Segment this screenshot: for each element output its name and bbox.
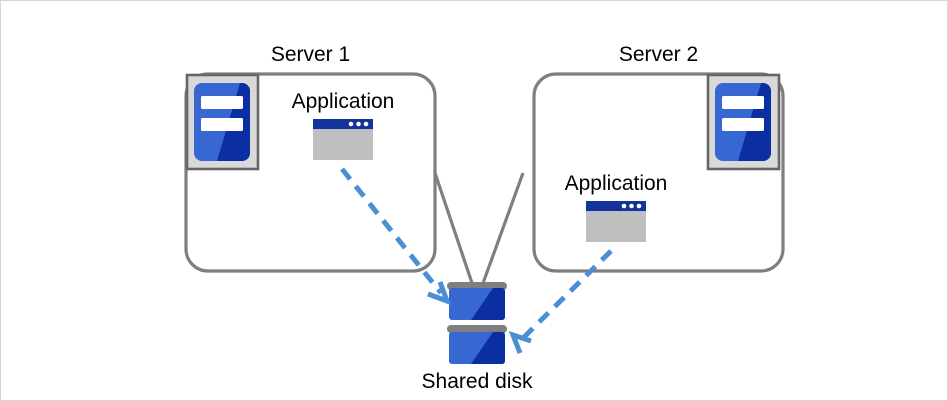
server2-box[interactable] bbox=[532, 72, 785, 273]
shared-disk-label: Shared disk bbox=[421, 370, 533, 393]
dataflow-arrow-server2 bbox=[508, 249, 613, 354]
server1-label: Server 1 bbox=[270, 43, 351, 66]
server2-application-label: Application bbox=[564, 172, 668, 195]
server1-application-label: Application bbox=[291, 90, 395, 113]
application-window-icon bbox=[586, 201, 646, 242]
disk-stack-icon bbox=[447, 282, 507, 364]
server-icon bbox=[706, 73, 781, 171]
dataflow-arrow-server1 bbox=[340, 167, 452, 306]
connector-server1-to-disk bbox=[433, 172, 475, 287]
connector-server2-to-disk bbox=[480, 172, 525, 287]
server1-box[interactable] bbox=[184, 72, 437, 273]
application-window-icon bbox=[313, 119, 373, 160]
server2-label: Server 2 bbox=[618, 43, 699, 66]
server-icon bbox=[185, 73, 260, 171]
